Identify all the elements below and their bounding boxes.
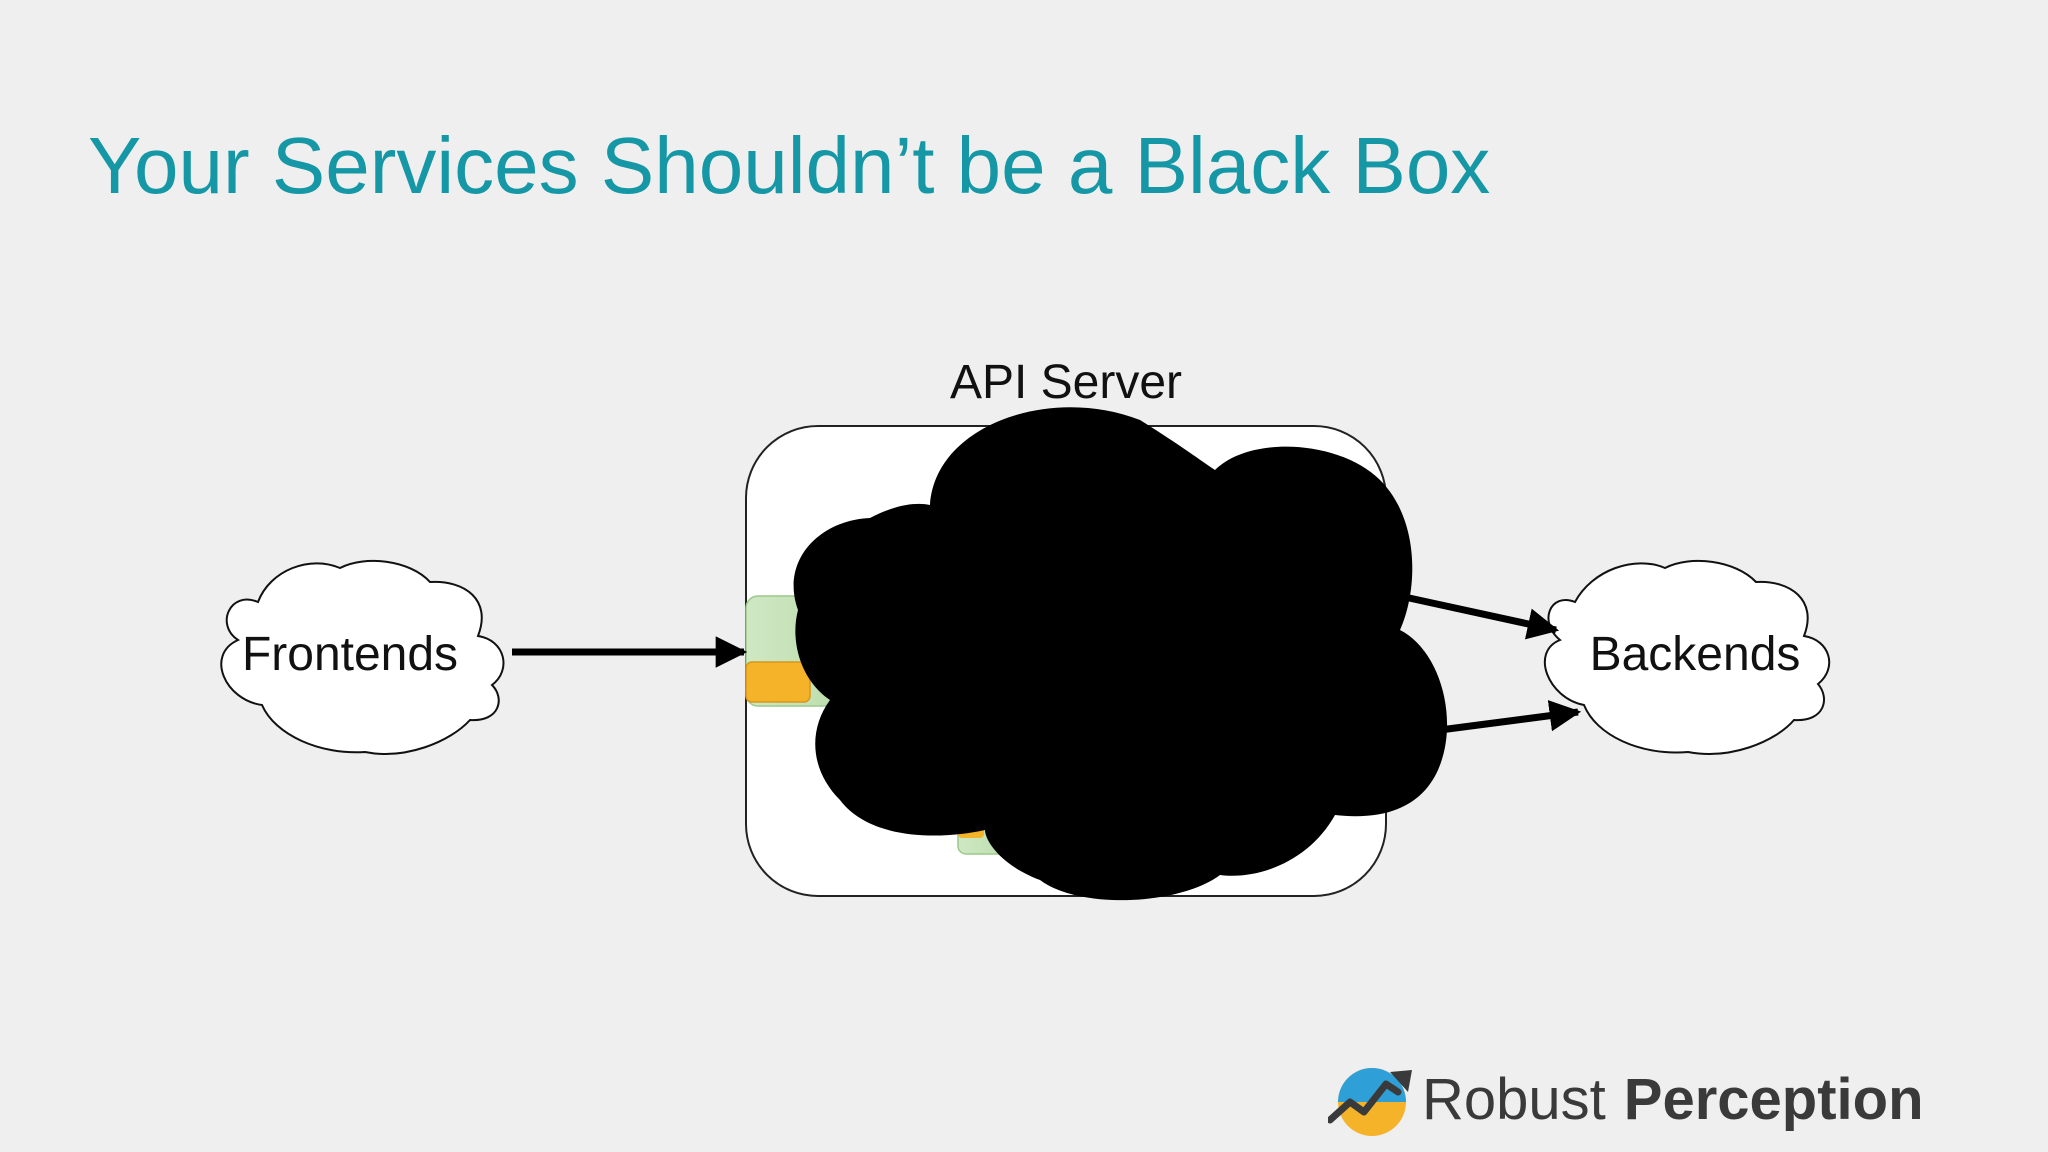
rising-chart-icon: [1328, 1068, 1412, 1136]
slide-title: Your Services Shouldn’t be a Black Box: [88, 121, 1491, 210]
server-to-backends-arrow-top: [1399, 592, 1560, 640]
backends-label: Backends: [1590, 628, 1801, 681]
brand-word-robust: Robust: [1422, 1067, 1606, 1132]
brand-logo: Robust Perception: [1328, 1058, 1924, 1142]
frontends-cloud: [220, 559, 505, 755]
brand-word-perception: Perception: [1623, 1067, 1924, 1132]
frontends-label: Frontends: [242, 628, 458, 681]
black-box-cloud: [793, 407, 1448, 901]
brand-name: Robust Perception: [1422, 1068, 1924, 1132]
backends-cloud: [1543, 559, 1831, 755]
api-server-label: API Server: [950, 356, 1182, 409]
server-to-backends-arrow-bottom: [1439, 700, 1582, 734]
